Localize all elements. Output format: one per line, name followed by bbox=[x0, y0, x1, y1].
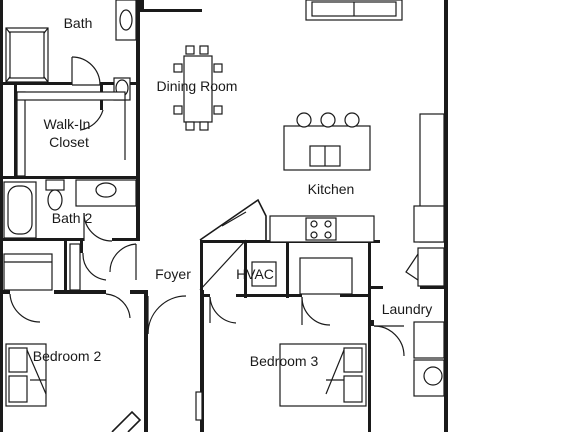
walls bbox=[0, 0, 448, 432]
label-walk-in-closet-line1: Walk-In bbox=[44, 116, 91, 132]
label-bath: Bath bbox=[64, 15, 93, 31]
label-dining-room: Dining Room bbox=[157, 78, 238, 94]
label-kitchen: Kitchen bbox=[308, 181, 355, 197]
dining-table bbox=[173, 45, 223, 131]
hvac-fixtures bbox=[209, 261, 277, 324]
bath-2-fixtures bbox=[3, 179, 137, 242]
bedroom-3-fixtures bbox=[279, 343, 367, 407]
label-foyer: Foyer bbox=[155, 266, 191, 282]
foyer-fixtures bbox=[147, 198, 267, 421]
label-bath-2: Bath 2 bbox=[52, 210, 93, 226]
label-bedroom-2: Bedroom 2 bbox=[33, 348, 102, 364]
label-laundry: Laundry bbox=[382, 301, 433, 317]
sofa bbox=[305, 0, 403, 21]
linen-closets bbox=[3, 243, 137, 291]
laundry-fixtures bbox=[373, 321, 445, 397]
room-labels: Bath Dining Room Walk-In Closet Kitchen … bbox=[33, 15, 433, 369]
closet-fixtures bbox=[16, 91, 126, 177]
kitchen-fixtures bbox=[269, 112, 445, 326]
bedroom-2-fixtures bbox=[5, 293, 142, 432]
label-walk-in-closet-line2: Closet bbox=[49, 134, 89, 150]
label-bedroom-3: Bedroom 3 bbox=[250, 353, 319, 369]
bath-fixtures bbox=[5, 0, 137, 101]
label-hvac: HVAC bbox=[236, 266, 274, 282]
